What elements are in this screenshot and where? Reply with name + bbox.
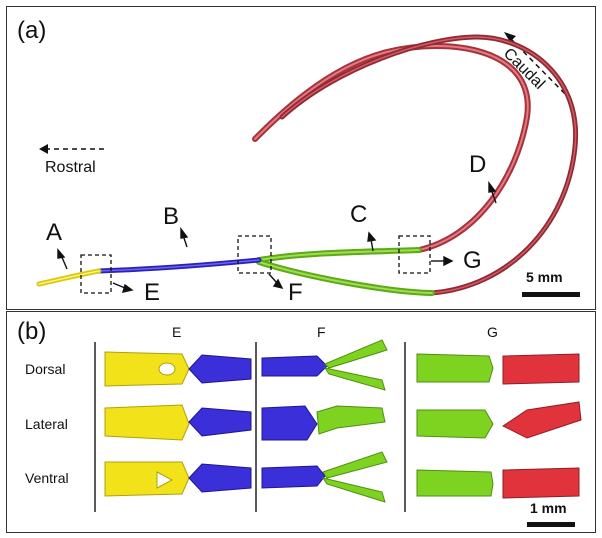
- row-label-dorsal: Dorsal: [25, 361, 66, 377]
- column-label-e: E: [172, 324, 182, 340]
- joint-e-ventral: [104, 461, 252, 497]
- column-label-g: G: [487, 324, 498, 340]
- box-f: [237, 235, 272, 274]
- row-label-ventral: Ventral: [25, 470, 69, 486]
- panel-a: (a) Caudal Rostral A B C D E F G 5 mm: [6, 6, 596, 310]
- panel-b: (b) E F G Dorsal Lateral Ventral 1 mm: [6, 311, 596, 533]
- callout-d: D: [469, 151, 487, 178]
- segment-d-upper-highlight: [254, 44, 529, 251]
- rostral-label: Rostral: [45, 159, 96, 176]
- scale-bar-b-label: 1 mm: [530, 500, 567, 516]
- panel-a-drawing: [36, 32, 580, 297]
- segment-a-highlight: [38, 270, 100, 285]
- box-e: [80, 254, 112, 294]
- joint-e-dorsal: [104, 351, 252, 387]
- box-g: [398, 235, 431, 274]
- callout-a: A: [46, 219, 63, 246]
- segment-c-lower: [256, 259, 435, 296]
- joint-f-lateral: [261, 405, 386, 441]
- segment-b-highlight: [98, 259, 260, 272]
- panel-b-drawing: [94, 339, 582, 527]
- callout-g: G: [463, 247, 482, 274]
- callout-f: F: [288, 279, 303, 306]
- row-label-lateral: Lateral: [25, 416, 68, 432]
- joint-f-ventral: [261, 451, 388, 503]
- joint-g-ventral: [416, 467, 580, 499]
- segment-c-upper-highlight: [258, 249, 420, 261]
- rostral-arrowhead: [39, 144, 48, 154]
- scale-bar-a: [522, 292, 580, 297]
- scale-bar-b: [527, 522, 575, 527]
- segment-d-upper: [252, 42, 531, 253]
- panel-b-label: (b): [17, 318, 47, 345]
- joint-g-lateral: [416, 401, 582, 439]
- callout-e: E: [144, 279, 161, 306]
- segment-d-lower-highlight: [281, 36, 577, 294]
- callout-c: C: [350, 201, 368, 228]
- panel-a-label: (a): [17, 17, 47, 44]
- scale-bar-a-label: 5 mm: [526, 269, 563, 285]
- joint-f-dorsal: [261, 339, 388, 391]
- column-label-f: F: [317, 324, 326, 340]
- segment-c-lower-highlight: [258, 261, 433, 294]
- joint-g-dorsal: [416, 353, 580, 385]
- callout-b: B: [163, 203, 180, 230]
- caudal-arrowhead: [504, 32, 516, 42]
- joint-e-lateral: [104, 404, 252, 441]
